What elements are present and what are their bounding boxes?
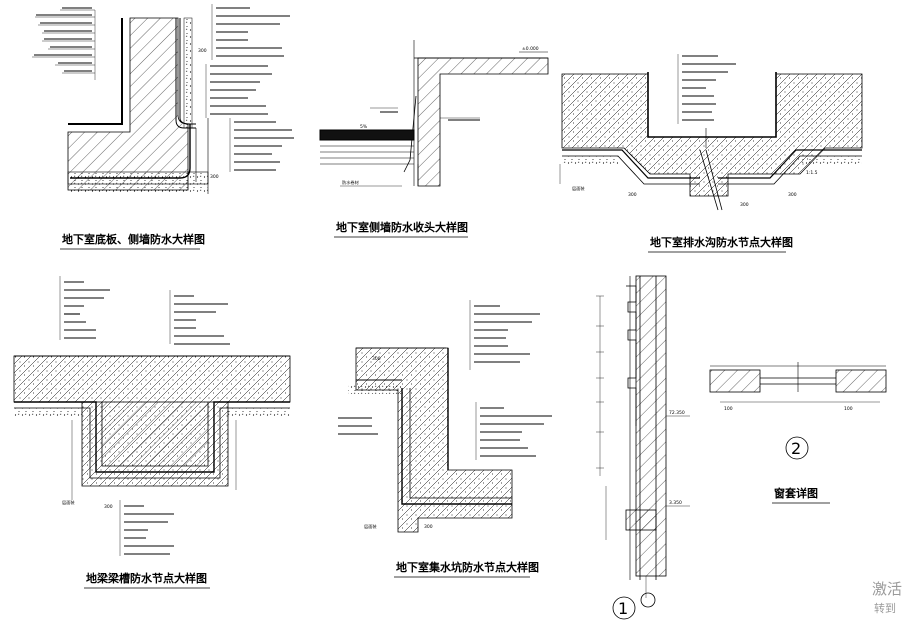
svg-text:300: 300 xyxy=(628,192,637,198)
svg-text:层面装: 层面装 xyxy=(62,499,75,506)
svg-text:300: 300 xyxy=(104,504,113,510)
title-p3: 地下室排水沟防水节点大样图 xyxy=(650,235,793,249)
detail-sump-pit: 层面装 300 300 地下室集水坑防水节点大样图 xyxy=(338,300,552,578)
detail-wall-termination: ±0.000 5% 防水卷材 地下室侧墙防水收头大样图 xyxy=(319,40,549,238)
title-p1: 地下室底板、侧墙防水大样图 xyxy=(62,232,205,246)
svg-text:层面装: 层面装 xyxy=(572,185,585,192)
watermark-line2: 转到 xyxy=(874,601,896,615)
svg-text:300: 300 xyxy=(740,202,749,208)
marker-1-circle xyxy=(612,596,636,620)
svg-text:防水卷材: 防水卷材 xyxy=(342,179,359,186)
detail-window-section: 72.350 3.350 1 xyxy=(596,275,690,620)
svg-text:100: 100 xyxy=(724,406,733,412)
svg-text:300: 300 xyxy=(210,174,219,180)
svg-text:1:1.5: 1:1.5 xyxy=(806,170,818,176)
svg-text:300: 300 xyxy=(788,192,797,198)
title-p5: 地下室集水坑防水节点大样图 xyxy=(396,560,539,574)
title-p2: 地下室侧墙防水收头大样图 xyxy=(336,220,468,234)
watermark-line1: 激活 xyxy=(872,580,902,598)
svg-text:±0.000: ±0.000 xyxy=(522,46,539,52)
svg-text:300: 300 xyxy=(198,48,207,54)
detail-window-plan: 100 100 2 窗套详图 xyxy=(709,362,887,504)
marker-1-label: 1 xyxy=(618,599,628,618)
detail-floor-wall: 300 300 地下室底板、侧墙防水大样图 xyxy=(32,4,294,250)
notes-right-p1 xyxy=(205,4,294,172)
svg-text:5%: 5% xyxy=(360,124,368,130)
svg-text:300: 300 xyxy=(372,356,381,362)
svg-text:300: 300 xyxy=(424,524,433,530)
marker-2-label: 2 xyxy=(791,439,801,458)
svg-text:72.350: 72.350 xyxy=(669,410,685,416)
title-p4: 地梁梁槽防水节点大样图 xyxy=(86,571,207,585)
detail-beam-trough: 层面装 300 地梁梁槽防水节点大样图 xyxy=(13,276,291,589)
title-p6: 窗套详图 xyxy=(774,486,818,500)
notes-left-p1 xyxy=(32,7,96,80)
svg-text:3.350: 3.350 xyxy=(669,500,682,506)
svg-text:层面装: 层面装 xyxy=(364,523,377,530)
svg-text:100: 100 xyxy=(844,406,853,412)
detail-drain-trench: 层面装 300 300 300 1:1.5 地下室排水沟防水节点大样图 xyxy=(559,54,863,253)
marker-2-circle xyxy=(785,436,809,460)
